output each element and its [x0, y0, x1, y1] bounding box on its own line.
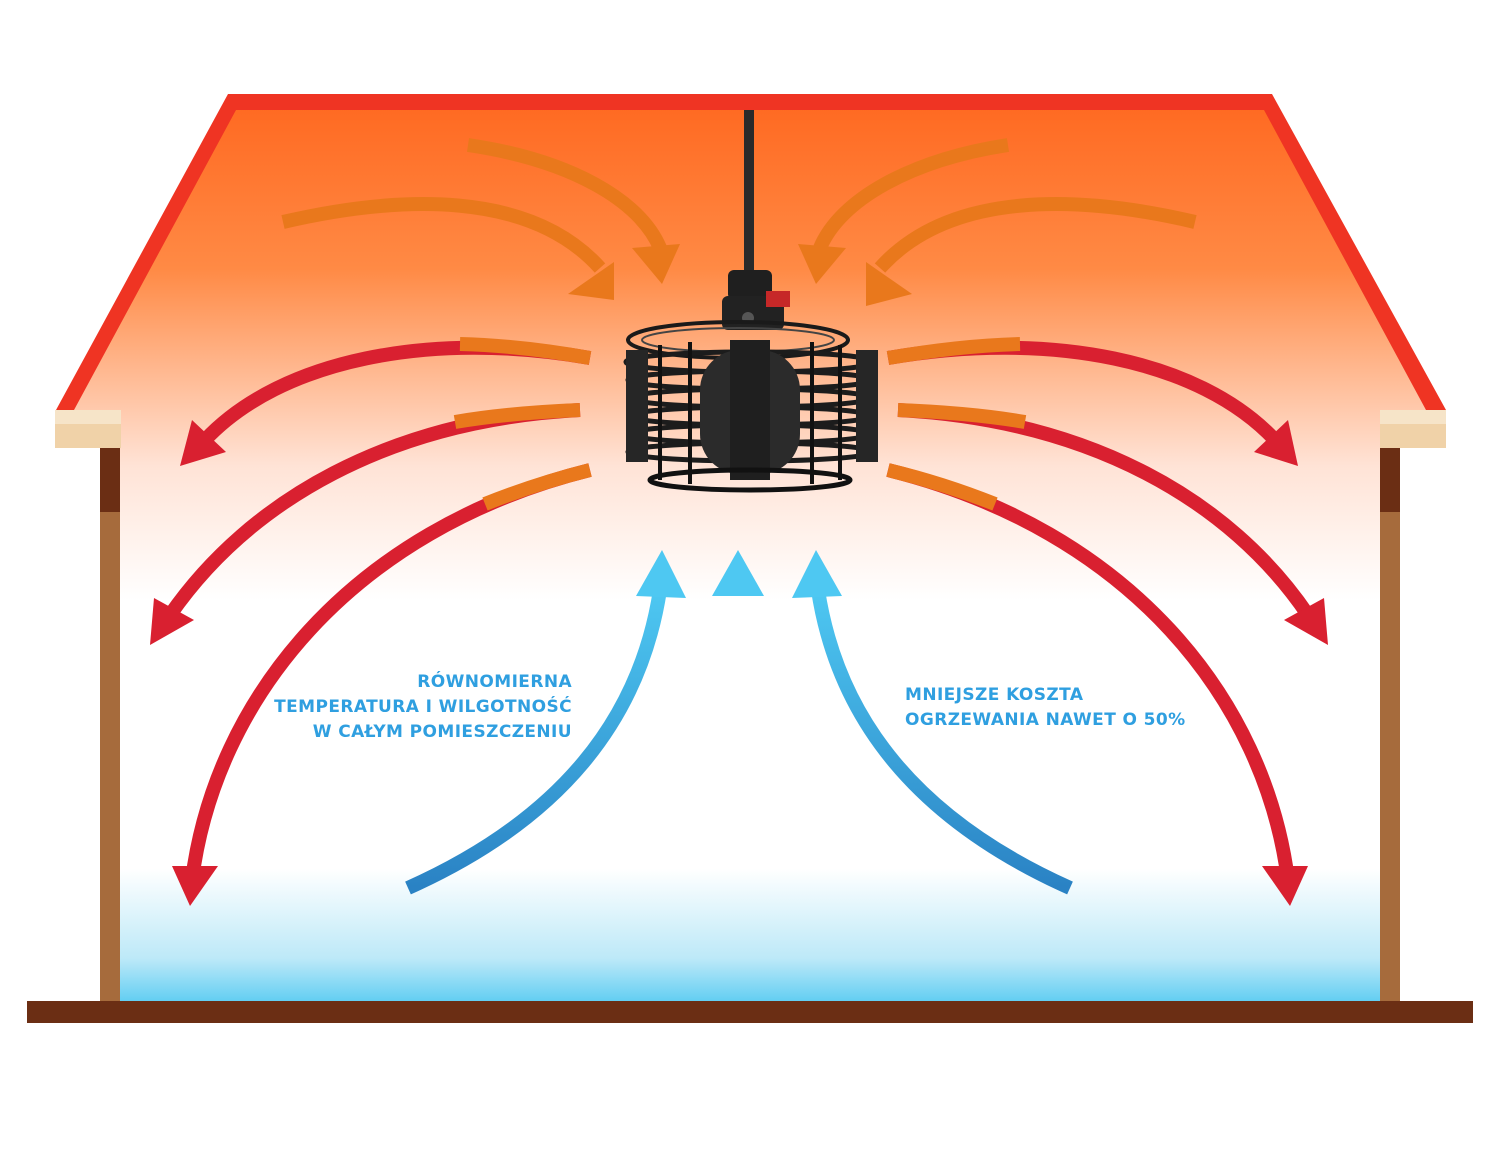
hot-arrow-top-left-outer-head: [568, 262, 614, 300]
hot-arrow-top-left-inner: [466, 138, 667, 251]
cold-arrow-right-head: [792, 550, 842, 598]
wall-right-top: [1380, 448, 1400, 512]
hot-arrow-left-2-tail: [453, 403, 581, 429]
hot-arrow-top-left-outer: [281, 197, 606, 273]
hot-arrow-right-2-tail: [897, 403, 1027, 429]
hot-arrow-right-1-head: [1254, 420, 1298, 466]
hot-arrows-inward: [281, 138, 1197, 306]
hot-arrow-left-1-head: [180, 420, 226, 466]
caption-heating-savings: MNIEJSZE KOSZTA OGRZEWANIA NAWET O 50%: [905, 683, 1186, 733]
hot-arrow-left-3-tail: [482, 463, 592, 511]
cold-arrows-upward: [405, 550, 1073, 972]
hot-arrow-left-3-head: [172, 866, 218, 906]
hot-arrow-top-right-inner: [813, 138, 1010, 251]
cold-arrow-left: [405, 588, 667, 895]
floor: [27, 1001, 1473, 1023]
wall-right: [1380, 448, 1400, 1003]
fan-label: [766, 291, 790, 307]
hot-arrow-right-3-tail: [886, 463, 998, 511]
eave-left-highlight: [55, 410, 121, 424]
wall-left: [100, 448, 120, 1003]
hot-arrow-left-2-head: [150, 598, 194, 645]
caption-even-temperature: RÓWNOMIERNA TEMPERATURA I WILGOTNOŚĆ W C…: [274, 670, 572, 745]
caption-left-line-1: RÓWNOMIERNA: [417, 672, 572, 692]
hot-arrow-right-1-tail: [886, 337, 1021, 365]
hot-arrow-top-right-inner-head: [798, 244, 846, 284]
fan-rod: [744, 110, 754, 280]
caption-left-line-2: TEMPERATURA I WILGOTNOŚĆ: [274, 697, 572, 717]
hot-arrows-outward: [150, 337, 1328, 906]
caption-right-line-2: OGRZEWANIA NAWET O 50%: [905, 710, 1186, 730]
caption-right-line-1: MNIEJSZE KOSZTA: [905, 685, 1084, 705]
hot-arrow-top-left-inner-head: [632, 244, 680, 284]
eave-right-highlight: [1380, 410, 1446, 424]
caption-left-line-3: W CAŁYM POMIESZCZENIU: [312, 722, 572, 742]
hot-arrow-right-2-head: [1284, 598, 1328, 645]
hot-arrow-top-right-outer-head: [866, 262, 912, 306]
wall-left-top: [100, 448, 120, 512]
cold-arrow-center-head: [712, 550, 764, 596]
cold-arrow-right: [811, 588, 1073, 895]
ceiling-circulation-fan-icon: [623, 270, 878, 493]
hot-arrow-left-1-tail: [459, 337, 592, 365]
room-interior: [60, 108, 1440, 1003]
hot-arrow-right-3-head: [1262, 866, 1308, 906]
cold-arrow-left-head: [636, 550, 686, 598]
hot-arrow-top-right-outer: [874, 197, 1197, 273]
